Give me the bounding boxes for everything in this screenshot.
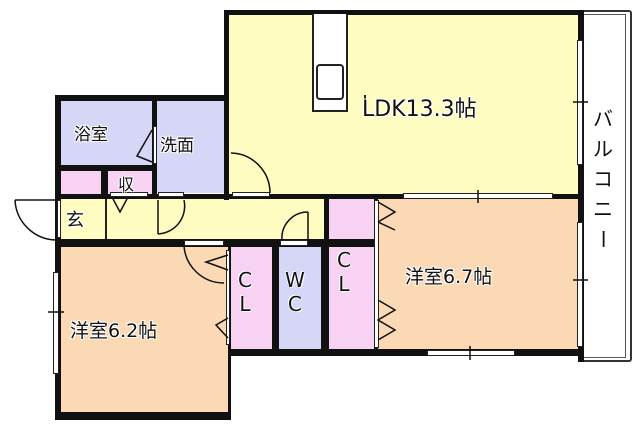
door-opening <box>158 192 184 197</box>
wall <box>105 199 107 239</box>
door-opening <box>153 126 157 164</box>
char: W <box>285 268 305 292</box>
label-western-room-1: 洋室6.2帖 <box>70 320 158 342</box>
wall <box>224 10 584 15</box>
room-toilet <box>279 247 321 349</box>
wall <box>321 243 329 351</box>
label-entrance: 玄 <box>66 210 84 231</box>
label-western-room-2: 洋室6.7帖 <box>405 266 493 288</box>
label-closet-2: C L <box>337 248 351 296</box>
window-room2-balcony <box>577 222 583 347</box>
room-washroom <box>157 101 224 193</box>
char: L <box>239 292 251 316</box>
room-hallway <box>106 199 324 239</box>
char: コ <box>593 167 613 191</box>
char: L <box>338 272 350 296</box>
door-opening <box>280 240 308 246</box>
wall <box>272 243 279 351</box>
wall <box>55 412 231 420</box>
balcony-inner-line <box>584 14 626 358</box>
char: ル <box>593 137 613 161</box>
door-opening <box>184 240 224 246</box>
closet-door <box>226 250 230 345</box>
kitchen-bracket <box>364 95 380 117</box>
kitchen-sink <box>316 64 344 100</box>
char: ー <box>591 229 615 249</box>
door-opening <box>110 192 148 197</box>
wall <box>101 171 108 195</box>
window-room2-bottom <box>427 350 515 356</box>
room-closet-1 <box>231 247 272 349</box>
wall <box>224 10 229 200</box>
char: C <box>337 248 351 272</box>
balcony-outline <box>584 10 632 362</box>
label-washroom: 洗面 <box>160 136 194 156</box>
char: C <box>287 292 302 316</box>
wall <box>228 349 583 356</box>
closet-door <box>374 200 379 348</box>
char: ニ <box>593 197 613 221</box>
label-closet-1: C L <box>238 268 252 316</box>
char: バ <box>593 107 613 131</box>
wall <box>578 10 584 362</box>
label-ldk: LDK13.3帖 <box>362 97 477 122</box>
room-storage <box>108 171 152 195</box>
label-storage: 収 <box>118 175 135 194</box>
char: C <box>238 268 252 292</box>
room-storage-pink <box>61 171 101 195</box>
label-bathroom: 浴室 <box>74 125 108 145</box>
wall <box>55 95 229 101</box>
window-room1-left <box>53 272 59 374</box>
wall <box>55 194 583 199</box>
room-entrance <box>61 199 105 239</box>
room-closet-2 <box>329 199 374 349</box>
room-ldk <box>228 14 580 196</box>
label-toilet: W C <box>285 268 305 316</box>
door-opening <box>232 192 270 197</box>
entrance-door-opening <box>57 200 61 238</box>
wall <box>55 95 61 420</box>
label-balcony: バ ル コ ニ ー <box>591 104 615 254</box>
room-western-2 <box>378 199 580 351</box>
wall <box>55 165 155 171</box>
